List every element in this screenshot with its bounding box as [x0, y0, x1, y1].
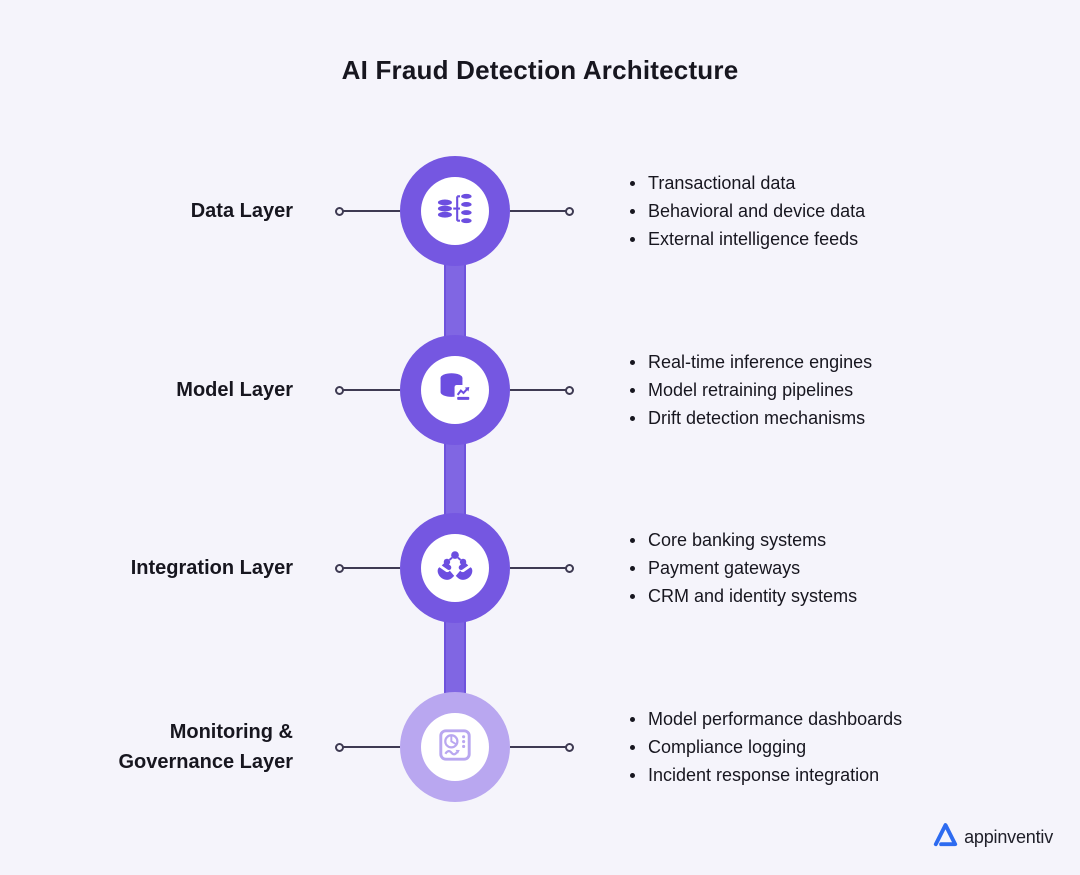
layer-node	[400, 156, 510, 266]
bullet-dot	[630, 594, 635, 599]
bullet-item: Incident response integration	[630, 761, 902, 789]
bullet-dot	[630, 538, 635, 543]
bullet-dot	[630, 416, 635, 421]
bullet-dot	[630, 360, 635, 365]
layer-bullet-list: Transactional data Behavioral and device…	[630, 169, 865, 253]
bullet-item: CRM and identity systems	[630, 582, 857, 610]
layer-label: Model Layer	[176, 379, 293, 401]
bullet-dot	[630, 237, 635, 242]
layer-bullet-list: Core banking systems Payment gateways CR…	[630, 526, 857, 610]
appinventiv-logo: appinventiv	[932, 821, 1053, 853]
database-analytics-icon	[434, 367, 476, 414]
bullet-item: Core banking systems	[630, 526, 857, 554]
connector-line	[510, 746, 567, 748]
data-sources-icon	[434, 188, 476, 235]
bullet-dot	[630, 388, 635, 393]
connector-line	[343, 210, 400, 212]
layer-node	[400, 513, 510, 623]
bullet-item: Model retraining pipelines	[630, 376, 872, 404]
bullet-dot	[630, 717, 635, 722]
bullet-item: Payment gateways	[630, 554, 857, 582]
appinventiv-logo-icon	[932, 821, 959, 853]
bullet-item: Transactional data	[630, 169, 865, 197]
layer-bullet-list: Real-time inference engines Model retrai…	[630, 348, 872, 432]
monitoring-dashboard-icon	[433, 723, 477, 772]
appinventiv-logo-text: appinventiv	[964, 826, 1053, 847]
layer-node	[400, 692, 510, 802]
bullet-item: Real-time inference engines	[630, 348, 872, 376]
connector-line	[510, 210, 567, 212]
bullet-item: Behavioral and device data	[630, 197, 865, 225]
connector-line	[510, 389, 567, 391]
bullet-dot	[630, 181, 635, 186]
integration-hands-icon	[434, 545, 476, 592]
bullet-dot	[630, 566, 635, 571]
connector-endpoint	[565, 206, 574, 216]
connector-endpoint	[565, 563, 574, 573]
layer-label: Data Layer	[190, 200, 293, 222]
bullet-dot	[630, 773, 635, 778]
connector-line	[343, 567, 400, 569]
connector-line	[343, 389, 400, 391]
connector-line	[510, 567, 567, 569]
diagram-title: AI Fraud Detection Architecture	[341, 55, 739, 85]
layer-node	[400, 335, 510, 445]
bullet-dot	[630, 209, 635, 214]
connector-endpoint	[565, 742, 574, 752]
bullet-item: Model performance dashboards	[630, 705, 902, 733]
layer-label: Integration Layer	[130, 557, 293, 579]
connector-line	[343, 746, 400, 748]
bullet-item: External intelligence feeds	[630, 225, 865, 253]
layer-bullet-list: Model performance dashboards Compliance …	[630, 705, 902, 789]
bullet-dot	[630, 745, 635, 750]
layer-label: Monitoring & Governance Layer	[118, 721, 293, 773]
connector-endpoint	[565, 385, 574, 395]
bullet-item: Drift detection mechanisms	[630, 404, 872, 432]
bullet-item: Compliance logging	[630, 733, 902, 761]
